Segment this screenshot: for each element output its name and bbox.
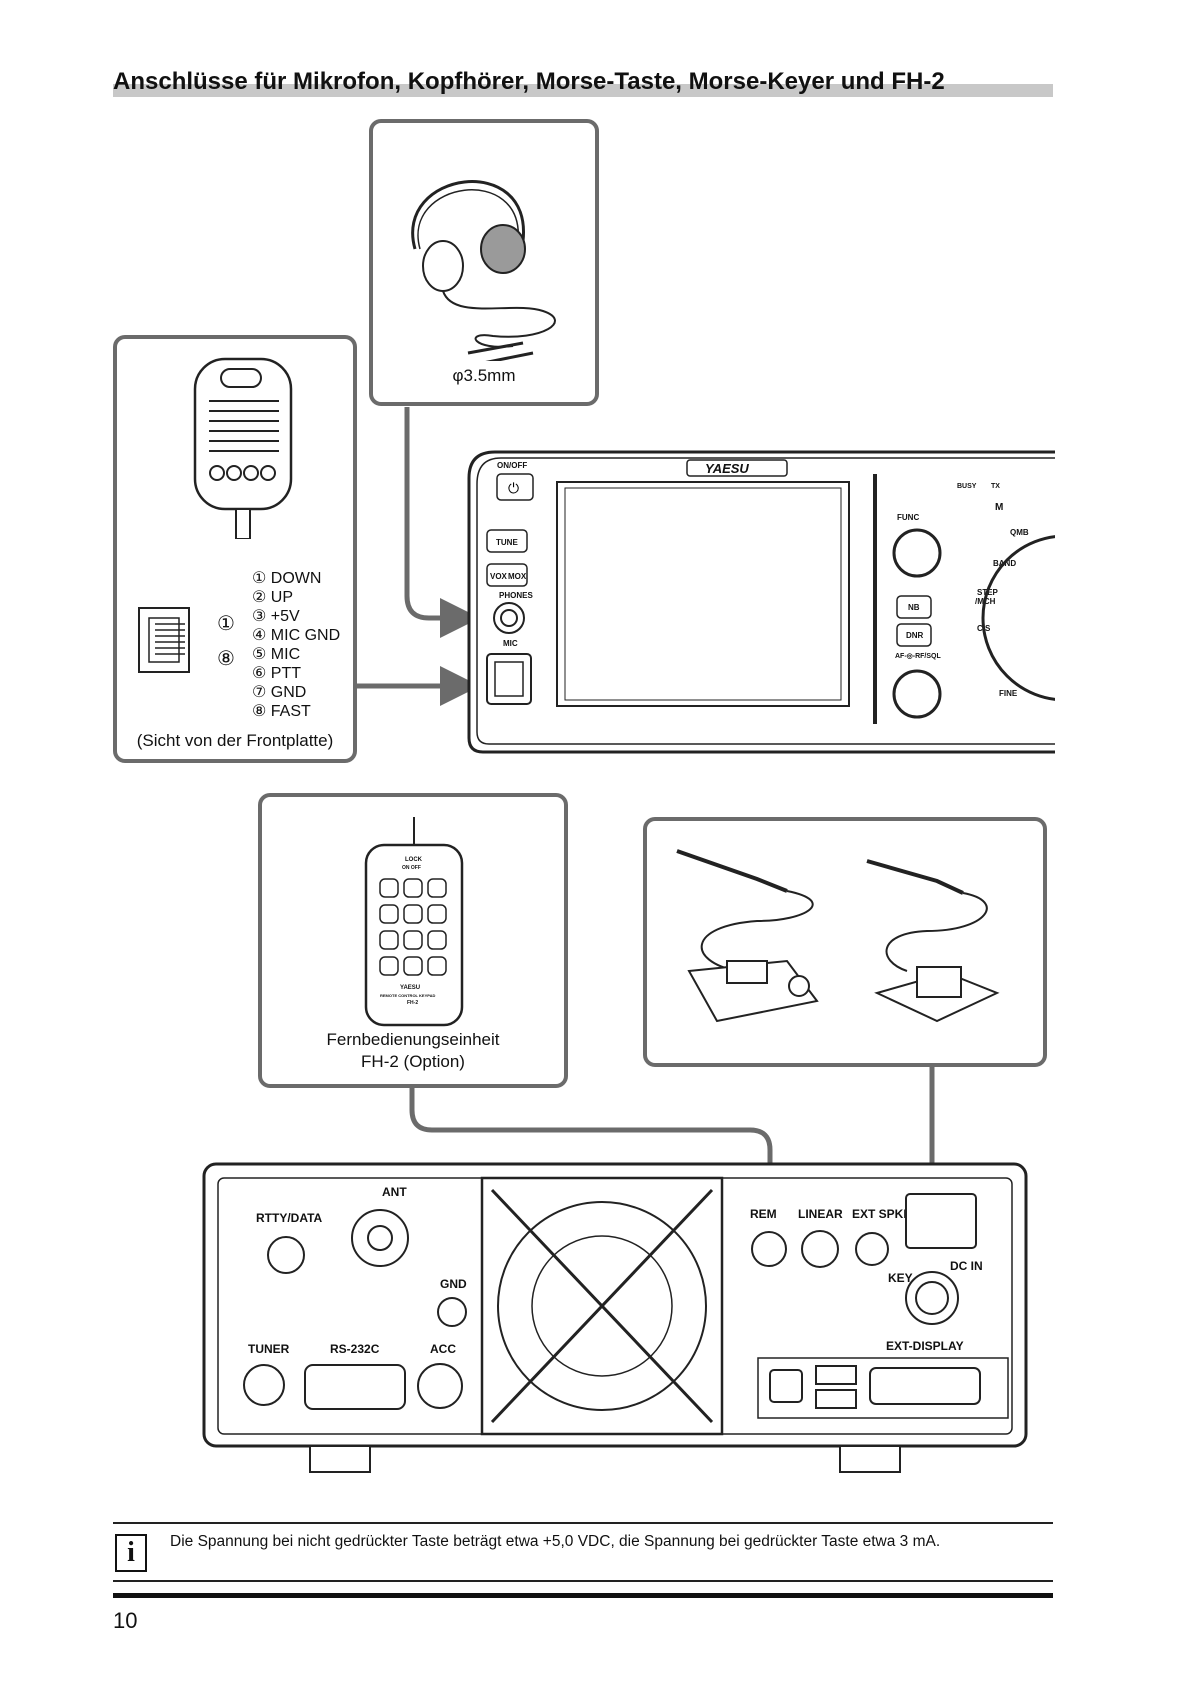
pin-item: ⑧ FAST [252,703,311,720]
title-underline-bar [113,84,1053,97]
nb-button[interactable] [896,595,932,619]
headphones-arrow [404,407,480,638]
page-number: 10 [113,1608,138,1633]
headphones-panel: φ3.5mm [369,119,599,406]
remote-arrow [409,1088,790,1232]
svg-text:FUNC: FUNC [897,513,919,522]
pin-item: ⑤ MIC [252,646,301,663]
gnd-label: GND [440,1277,467,1291]
info-icon: i [115,1534,147,1572]
rs232c-label: RS-232C [330,1342,380,1356]
pin-item: ④ MIC GND [252,627,341,644]
mic-view-caption: (Sicht von der Frontplatte) [136,731,334,750]
dnr-button[interactable] [896,623,932,647]
morse-keys-panel [643,817,1047,1067]
connector-pin-last-label: ⑧ [217,648,235,670]
power-button[interactable] [496,473,534,501]
info-note: i Die Spannung bei nicht gedrückter Tast… [113,1522,1053,1582]
usb-b-port[interactable] [769,1369,803,1403]
ext-spkr-jack[interactable] [855,1232,889,1266]
rtty-data-label: RTTY/DATA [256,1211,323,1225]
svg-text:DNR: DNR [906,631,924,640]
usb-a-port-2[interactable] [815,1389,857,1409]
morse-key-icons [676,849,1000,1023]
rem-label: REM [750,1207,777,1221]
linear-label: LINEAR [798,1207,843,1221]
svg-text:M: M [995,502,1003,513]
linear-connector[interactable] [801,1230,839,1268]
pin-item: ① DOWN [252,570,322,587]
pin-item: ② UP [252,589,294,606]
on-off-label: ON/OFF [497,461,527,470]
rtty-data-connector[interactable] [267,1236,305,1274]
af-rf-knob[interactable] [892,669,942,719]
tune-button[interactable] [486,529,528,553]
microphone-panel: ① ⑧ ① DOWN ② UP ③ +5V ④ MIC GND ⑤ MIC ⑥ … [113,335,357,763]
gnd-terminal[interactable] [437,1297,467,1327]
rs232c-connector[interactable] [304,1364,406,1410]
remote-caption-line2: FH-2 (Option) [361,1052,465,1071]
acc-label: ACC [430,1342,456,1356]
pin-item: ⑦ GND [252,684,307,701]
pin-item: ③ +5V [252,608,300,625]
svg-text:QMB: QMB [1010,528,1029,537]
svg-text:YAESU: YAESU [400,985,420,991]
remote-keypad-icon: LOCK ON OFF YAESU REMOTE CONTROL KEYPAD … [364,817,464,1027]
svg-text:AF-◎-RF/SQL: AF-◎-RF/SQL [895,653,941,660]
acc-connector[interactable] [417,1363,463,1409]
remote-caption-line1: Fernbedienungseinheit [326,1030,500,1049]
power-icon: ⏻ [508,480,519,496]
svg-text:NB: NB [908,603,920,612]
svg-text:TUNE: TUNE [496,538,518,547]
func-knob[interactable] [892,528,942,578]
note-text: Die Spannung bei nicht gedrückter Taste … [170,1533,941,1550]
ext-display-label: EXT-DISPLAY [886,1339,964,1353]
pin-item: ⑥ PTT [252,665,302,682]
dc-in-connector[interactable] [905,1193,977,1249]
rem-jack[interactable] [751,1231,787,1267]
ext-display-connector[interactable] [869,1367,981,1405]
svg-text:FINE: FINE [999,689,1018,698]
microphone-icon [193,357,293,539]
section-title-text: Anschlüsse für Mikrofon, Kopfhörer, Mors… [113,68,945,95]
svg-text:FH-2: FH-2 [407,1000,418,1006]
headphones-icon [411,180,556,361]
ant-label: ANT [382,1185,407,1199]
phones-label: PHONES [499,591,533,600]
svg-text:REMOTE CONTROL KEYPAD: REMOTE CONTROL KEYPAD [380,993,436,998]
rear-panel-illustration: ANT RTTY/DATA GND TUNER RS-232C ACC REM … [202,1162,1028,1473]
brand-logo: YAESU [705,461,749,476]
svg-text:MOX: MOX [508,572,527,581]
remote-panel: LOCK ON OFF YAESU REMOTE CONTROL KEYPAD … [258,793,568,1088]
mic-connector-icon [138,607,190,673]
svg-text:ON OFF: ON OFF [402,865,421,871]
connector-pin-first-label: ① [217,613,235,635]
section-title: Anschlüsse für Mikrofon, Kopfhörer, Mors… [113,68,1053,98]
mic-label: MIC [503,639,518,648]
front-panel-illustration: ON/OFF ⏻ YAESU TUNE VOX MOX PHONES MIC B… [467,450,1055,754]
vox-mox-button[interactable] [486,563,528,587]
tuner-connector[interactable] [243,1364,285,1406]
svg-text:VOX: VOX [490,572,508,581]
key-label: KEY [888,1271,913,1285]
ext-spkr-label: EXT SPKR [852,1207,912,1221]
svg-text:BUSY: BUSY [957,483,977,490]
svg-text:LOCK: LOCK [405,857,423,863]
footer-rule [113,1593,1053,1598]
dc-in-label: DC IN [950,1259,983,1273]
jack-size-caption: φ3.5mm [452,366,516,385]
tuner-label: TUNER [248,1342,290,1356]
svg-text:TX: TX [991,483,1000,490]
usb-a-port-1[interactable] [815,1365,857,1385]
